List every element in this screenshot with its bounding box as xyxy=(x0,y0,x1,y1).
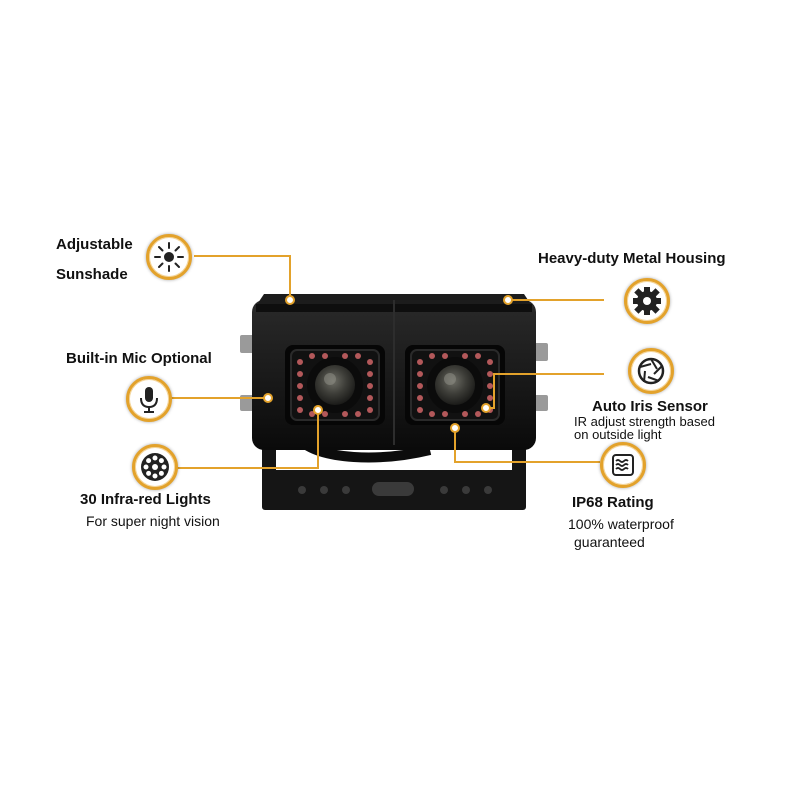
sunshade-title-line2: Sunshade xyxy=(56,266,128,283)
iris-title: Auto Iris Sensor xyxy=(592,398,708,415)
left-camera-module xyxy=(285,345,385,425)
mic-title: Built-in Mic Optional xyxy=(66,350,212,367)
infrared-leader xyxy=(164,412,319,469)
leader-lines xyxy=(164,255,604,469)
right-camera-module xyxy=(405,345,505,425)
sunshade-title-line1: Adjustable xyxy=(56,236,133,253)
sun-icon xyxy=(146,234,192,280)
ip68-title: IP68 Rating xyxy=(572,494,654,511)
infrared-desc: For super night vision xyxy=(86,513,220,529)
leader-endpoints xyxy=(263,295,513,433)
ip68-leader xyxy=(454,430,600,463)
led-ring-icon xyxy=(132,444,178,490)
iris-desc-line1: IR adjust strength based xyxy=(574,414,715,429)
gear-icon xyxy=(624,278,670,324)
ip68-desc-line1: 100% waterproof xyxy=(568,516,674,532)
iris-desc-line2: on outside light xyxy=(574,427,662,442)
housing-title: Heavy-duty Metal Housing xyxy=(538,250,726,267)
microphone-icon xyxy=(126,376,172,422)
sunshade-leader xyxy=(194,255,291,298)
water-waves-icon xyxy=(600,442,646,488)
infrared-title: 30 Infra-red Lights xyxy=(80,491,211,508)
aperture-icon xyxy=(628,348,674,394)
ip68-desc-line2: guaranteed xyxy=(574,534,645,550)
